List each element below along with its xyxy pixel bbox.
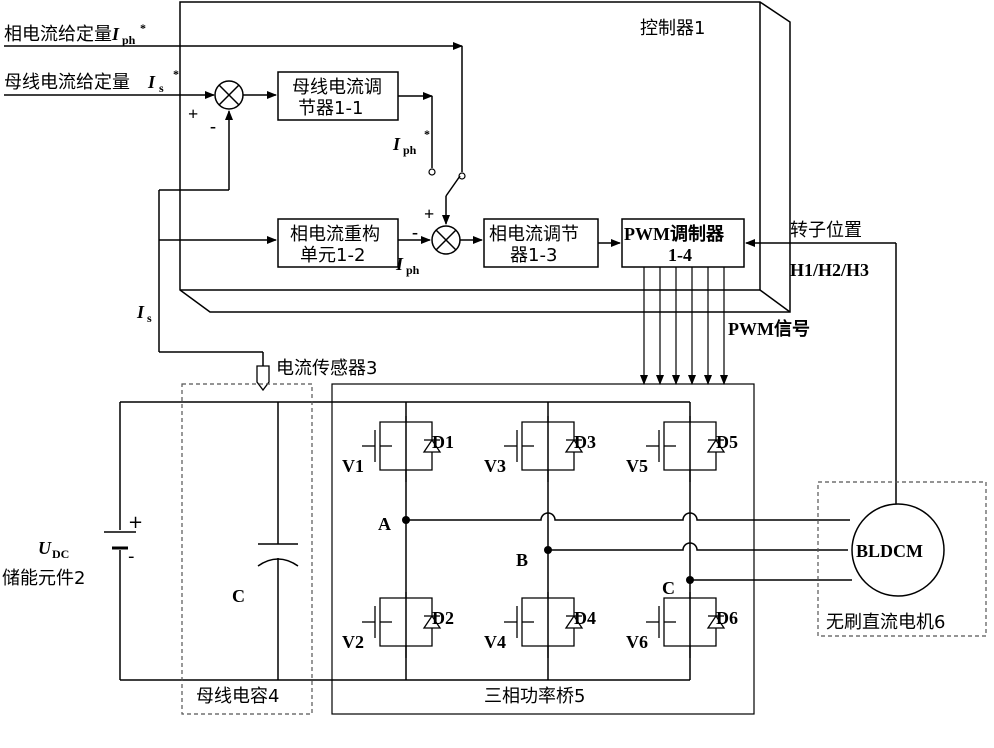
pwm-modulator [621,218,745,268]
power-switch-cell [646,416,726,482]
phase-regulator-text2: 器1-3 [510,245,557,266]
switch-v3: V3 [484,456,506,476]
sum1-minus: - [210,116,216,136]
bridge-label: 三相功率桥5 [484,686,585,707]
udc-symbol: U [38,538,52,558]
iph-sub: ph [406,263,420,277]
bus-capacitor-label: 母线电容4 [196,686,279,707]
diode-d3: D3 [574,432,596,452]
pwm-signal-lines [640,267,728,385]
bus-ref-symbol: I [147,72,156,92]
battery-symbol [104,531,136,550]
power-switch-cell [646,592,726,658]
selector-switch-blade[interactable] [445,175,461,197]
motor-name: BLDCM [856,541,923,561]
reconstruct-text1: 相电流重构 [290,224,380,245]
power-switch-cell [504,416,584,482]
summing-junction-2 [431,225,461,255]
switch-v6: V6 [626,632,648,652]
storage-label: 储能元件2 [2,568,85,589]
phase-ref-star: * [140,21,146,35]
controller-title: 控制器1 [640,18,705,39]
switch-v2: V2 [342,632,364,652]
motor-caption: 无刷直流电机6 [826,612,945,633]
is-sub: s [147,311,152,325]
phase-a-wire [406,512,850,521]
phase-ref-label: 相电流给定量 [4,24,112,45]
phase-current-reconstruction [277,218,399,268]
diode-d5: D5 [716,432,738,452]
power-switch-cell [362,592,442,658]
udc-sub: DC [52,547,69,561]
summing-junction-1 [214,80,244,110]
phase-b-wire [548,542,848,551]
phase-ref-sub: ph [122,33,136,47]
iph-star-mark: * [424,127,430,141]
sum1-plus: + [188,104,198,124]
power-switch-cell [362,416,442,482]
motor-symbol [851,503,945,597]
current-sensor [256,365,270,392]
switch-v1: V1 [342,456,364,476]
rotor-position-label: 转子位置 [790,220,862,241]
pwm-text1: PWM调制器 [624,224,725,244]
diode-d6: D6 [716,608,738,628]
power-switch-cell [504,592,584,658]
phase-regulator-text1: 相电流调节 [489,224,579,245]
battery-plus: + [128,512,143,533]
current-sensor-label: 电流传感器3 [276,358,377,379]
motor-group [817,481,987,637]
capacitor-label: C [232,586,245,606]
bridge-outline [331,383,755,715]
phase-ref-symbol: I [111,24,120,44]
reconstruct-text2: 单元1-2 [300,245,365,266]
diode-d4: D4 [574,608,596,628]
bus-regulator-text1: 母线电流调 [292,77,382,98]
sum2-plus: + [424,204,434,224]
node-b-label: B [516,550,528,570]
bus-ref-star: * [173,67,179,81]
bus-ref-sub: s [159,81,164,95]
bus-regulator-text2: 节器1-1 [298,98,363,119]
switch-contact-left [428,168,436,176]
diode-d1: D1 [432,432,454,452]
bus-capacitor-group [181,383,313,715]
sum2-minus: - [412,222,418,242]
hall-label: H1/H2/H3 [790,260,869,280]
pwm-text2: 1-4 [668,245,692,265]
is-symbol: I [136,302,145,322]
node-c-label: C [662,578,675,598]
bus-ref-label: 母线电流给定量 [4,72,130,93]
iph-star-sub: ph [403,143,417,157]
node-a-label: A [378,514,391,534]
diode-d2: D2 [432,608,454,628]
bus-current-regulator [277,71,399,121]
switch-contact-top [458,172,466,180]
iph-star-symbol: I [392,134,401,154]
iph-symbol: I [395,254,404,274]
switch-v5: V5 [626,456,648,476]
battery-minus: - [128,546,135,567]
switch-v4: V4 [484,632,506,652]
pwm-signal-label: PWM信号 [728,318,810,339]
